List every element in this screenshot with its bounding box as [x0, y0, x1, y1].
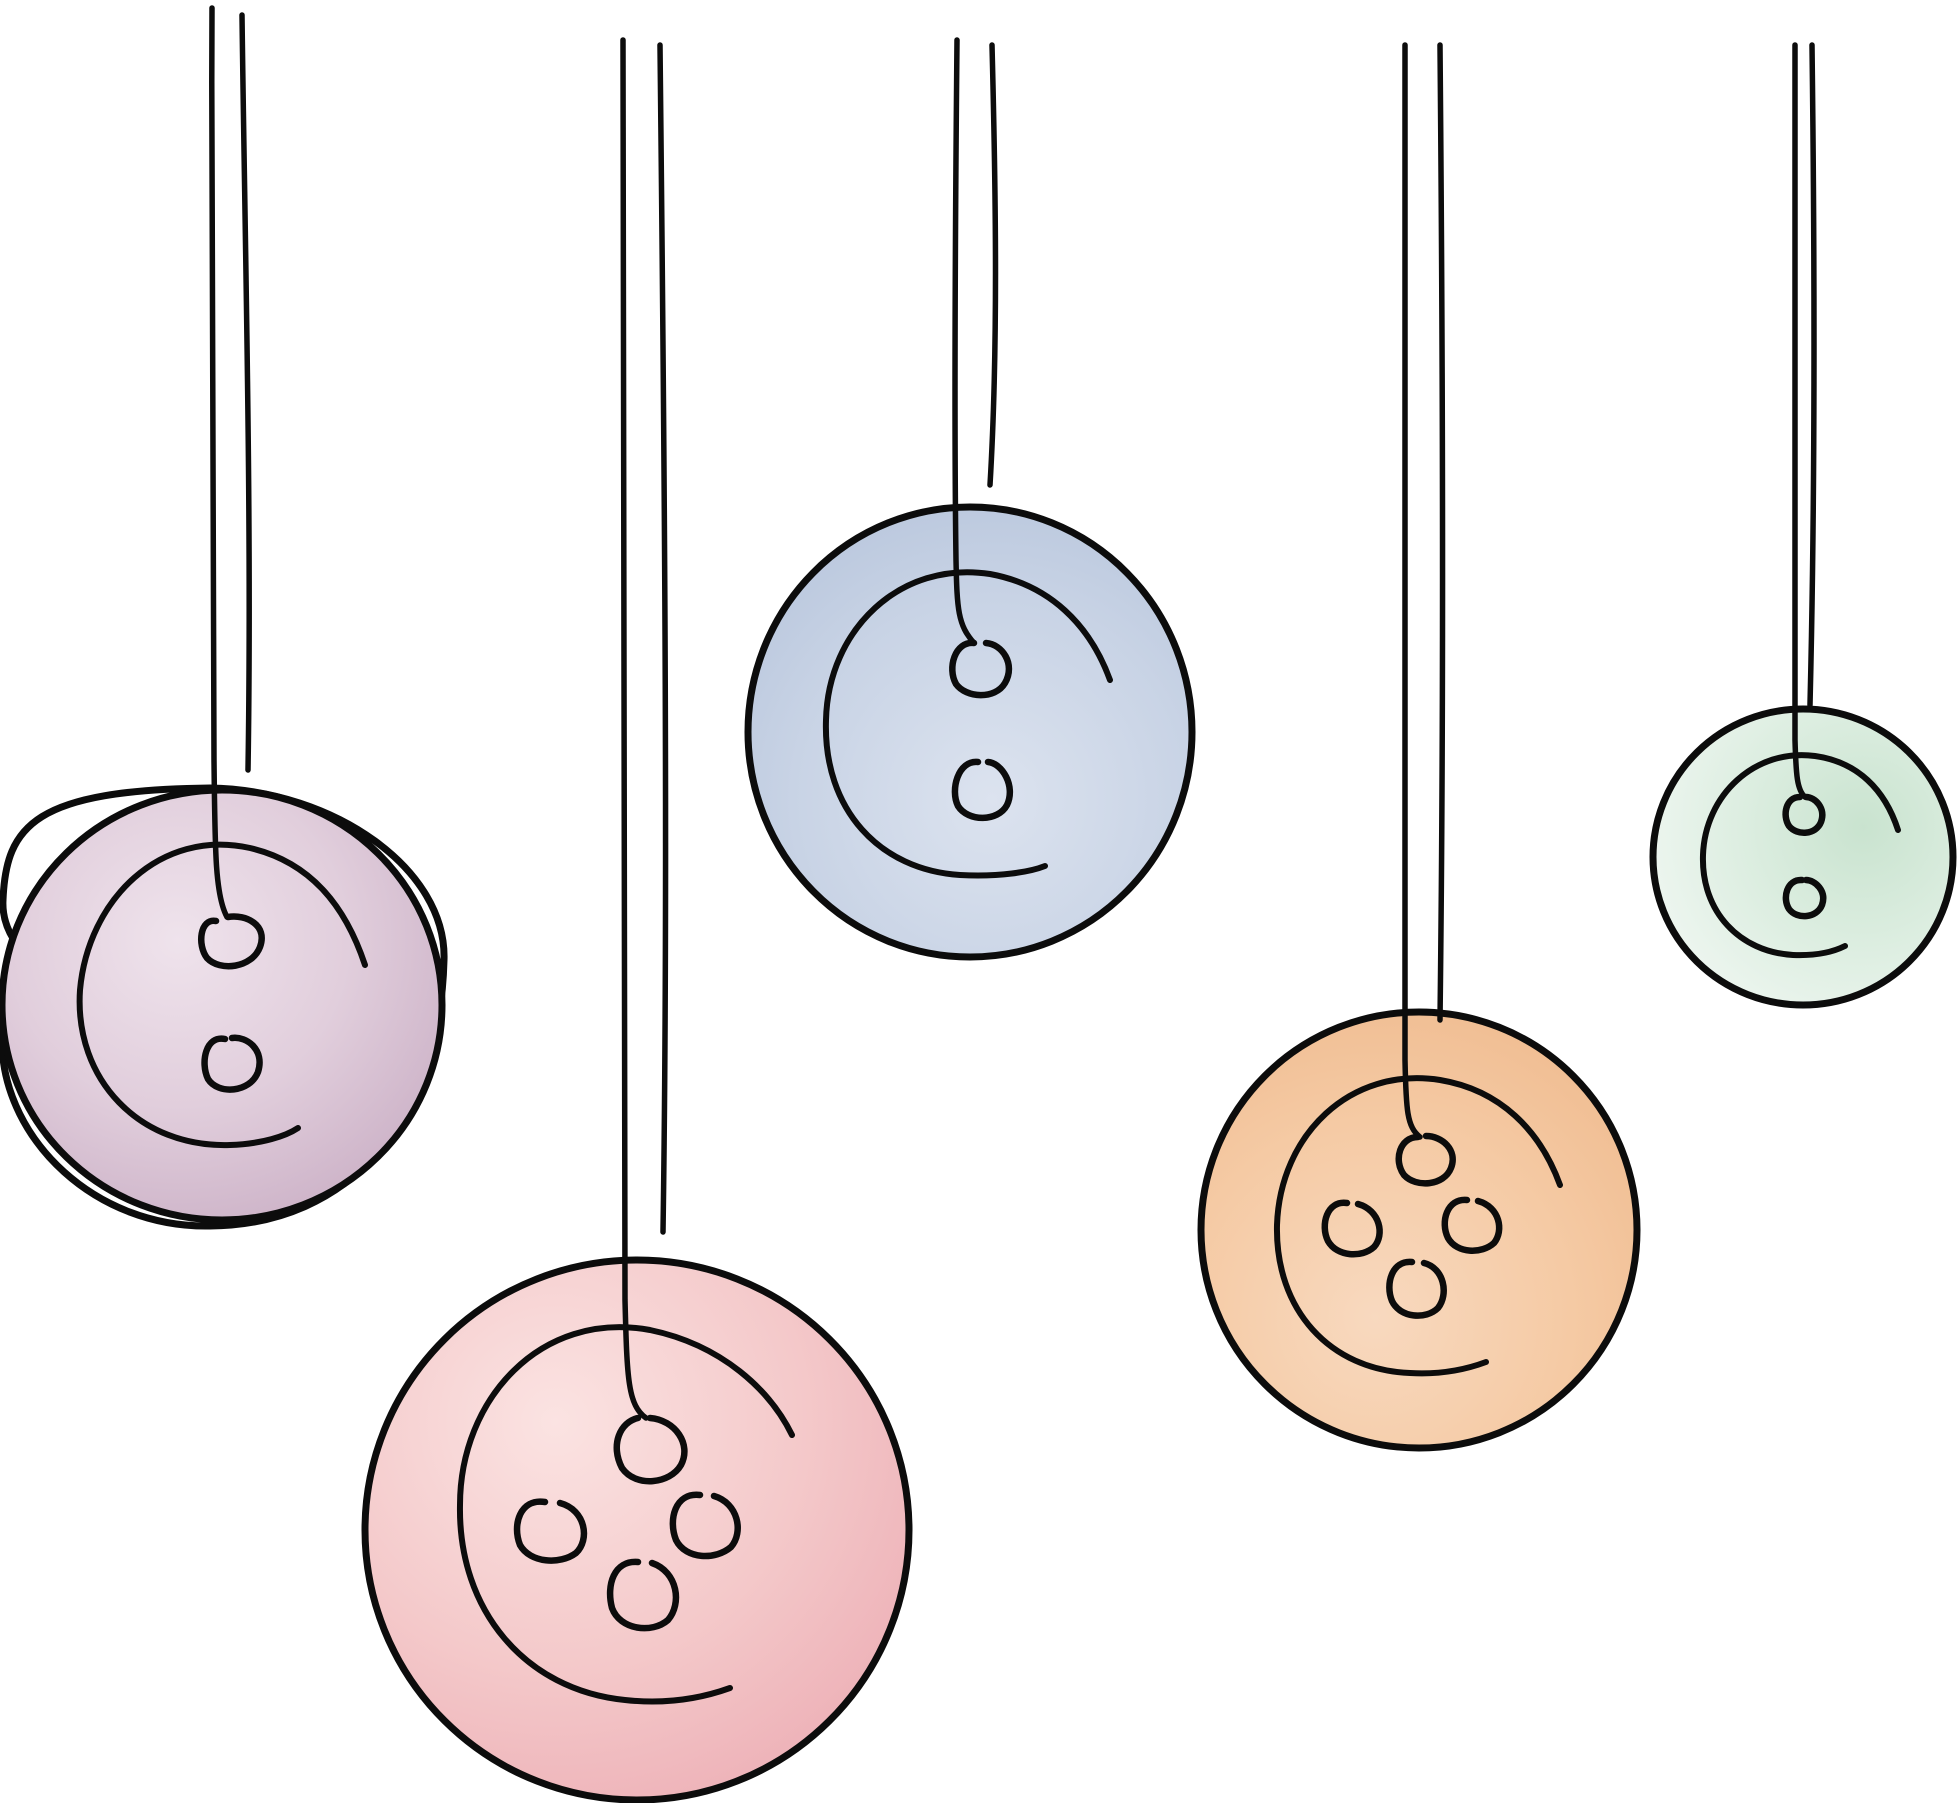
- pink-button: [361, 37, 913, 1803]
- green-button-hole-bottom: [1782, 876, 1827, 920]
- green-button-groove: [1699, 752, 1901, 959]
- blue-button: [744, 37, 1196, 961]
- green-button: [1649, 42, 1957, 1009]
- blue-button-thread-back: [987, 42, 999, 488]
- orange-button-hole-left: [1321, 1199, 1383, 1258]
- blue-button-groove: [822, 569, 1113, 879]
- mauve-button-thread: [208, 5, 230, 920]
- blue-button-hole-top: [949, 639, 1013, 699]
- pink-button-hole-right: [669, 1491, 741, 1560]
- pink-button-hole-bottom: [606, 1558, 680, 1632]
- pink-button-thread-back: [657, 42, 669, 1235]
- mauve-button: [0, 5, 448, 1230]
- orange-button: [1197, 42, 1641, 1452]
- mauve-button-groove: [76, 841, 368, 1149]
- orange-button-thread-back: [1437, 42, 1446, 1023]
- green-button-hole-top: [1782, 793, 1826, 836]
- pink-button-groove: [456, 1324, 795, 1705]
- green-button-thread-back: [1807, 42, 1817, 708]
- orange-button-hole-right: [1441, 1196, 1503, 1254]
- pink-button-hole-top: [613, 1414, 688, 1485]
- blue-button-thread: [952, 37, 977, 646]
- pink-button-hole-left: [513, 1498, 588, 1564]
- orange-button-thread: [1400, 42, 1423, 1140]
- mauve-button-hole-bottom: [201, 1034, 263, 1093]
- green-button-thread: [1791, 42, 1808, 800]
- mauve-button-body: [0, 784, 448, 1230]
- mauve-button-hole-top: [197, 913, 265, 970]
- mauve-button-thread-back: [239, 12, 252, 773]
- pink-button-thread: [618, 37, 649, 1421]
- orange-button-groove: [1273, 1075, 1563, 1377]
- blue-button-hole-bottom: [951, 758, 1014, 822]
- orange-button-hole-bottom: [1386, 1258, 1447, 1319]
- orange-button-hole-top: [1395, 1132, 1456, 1187]
